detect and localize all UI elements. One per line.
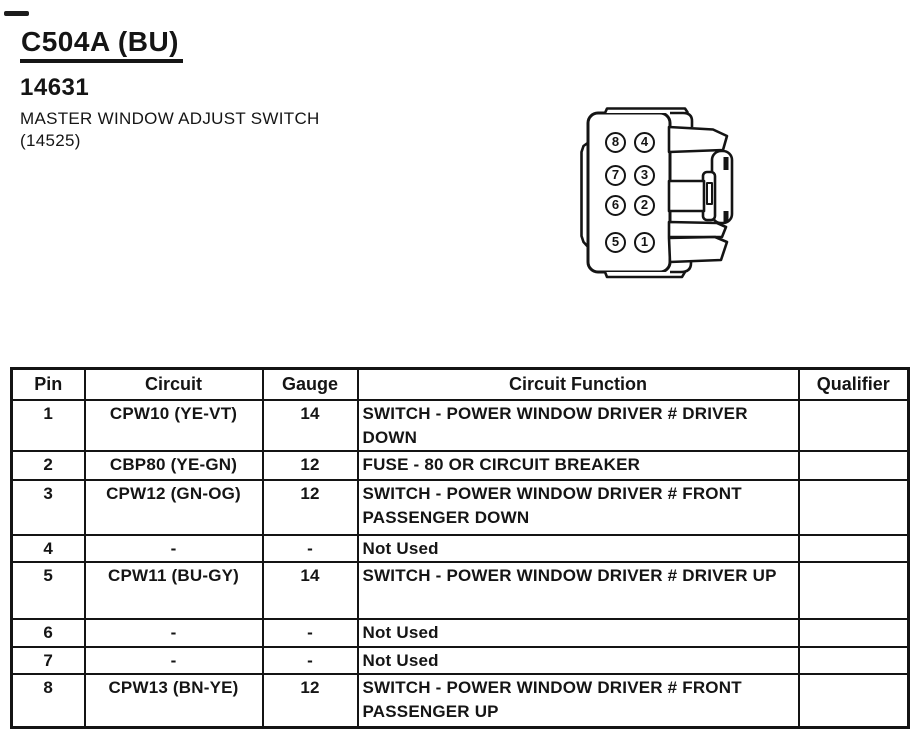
- cell-circuit: CPW12 (GN-OG): [83, 479, 264, 537]
- cell-qualifier: [797, 672, 910, 729]
- column-header-qualifier: Qualifier: [797, 367, 910, 401]
- cell-function: FUSE - 80 OR CIRCUIT BREAKER: [356, 450, 800, 482]
- connector-bottom-lip: [603, 271, 687, 279]
- cell-circuit: CPW11 (BU-GY): [83, 561, 264, 621]
- scan-artifact-mark: [4, 11, 29, 16]
- connector-id-title: C504A (BU): [20, 26, 183, 63]
- cell-circuit: -: [83, 645, 264, 675]
- cell-pin: 8: [10, 672, 86, 729]
- pin-4-marker: 4: [634, 132, 655, 154]
- cell-gauge: 12: [261, 479, 359, 537]
- cell-qualifier: [797, 479, 910, 537]
- cell-qualifier: [797, 534, 910, 564]
- connector-middle-protrusion: [667, 179, 706, 213]
- cell-function: SWITCH - POWER WINDOW DRIVER # DRIVER DO…: [356, 398, 800, 453]
- cell-pin: 1: [10, 398, 86, 453]
- pin-7-marker: 7: [605, 165, 626, 187]
- cell-pin: 3: [10, 479, 86, 537]
- cell-qualifier: [797, 450, 910, 482]
- pin-3-marker: 3: [634, 165, 655, 187]
- cell-pin: 7: [10, 645, 86, 675]
- column-header-circuit: Circuit: [83, 367, 264, 401]
- cell-circuit: -: [83, 534, 264, 564]
- cell-function: Not Used: [356, 645, 800, 675]
- cell-pin: 6: [10, 618, 86, 648]
- cell-gauge: -: [261, 645, 359, 675]
- cell-function: SWITCH - POWER WINDOW DRIVER # FRONT PAS…: [356, 479, 800, 537]
- cell-function: Not Used: [356, 534, 800, 564]
- table-row: 7--Not Used: [10, 645, 910, 675]
- table-row: 6--Not Used: [10, 618, 910, 648]
- connector-latch-notch-bottom: [723, 211, 729, 222]
- cell-gauge: -: [261, 534, 359, 564]
- connector-outline-drawing: [580, 107, 734, 279]
- connector-top-tab: [667, 125, 729, 154]
- connector-top-right-corner: [670, 111, 694, 127]
- cell-pin: 4: [10, 534, 86, 564]
- column-header-pin: Pin: [10, 367, 86, 401]
- connector-lower-wedge: [667, 220, 728, 239]
- connector-body: [586, 111, 672, 274]
- cell-function: Not Used: [356, 618, 800, 648]
- pin-2-marker: 2: [634, 195, 655, 216]
- connector-latch-slot: [706, 182, 713, 205]
- pin-5-marker: 5: [605, 232, 626, 253]
- cell-qualifier: [797, 645, 910, 675]
- cell-function: SWITCH - POWER WINDOW DRIVER # FRONT PAS…: [356, 672, 800, 729]
- connector-bottom-right-corner: [670, 258, 693, 274]
- connector-bottom-tab: [667, 235, 729, 264]
- component-reference: (14525): [20, 131, 81, 150]
- cell-gauge: 12: [261, 672, 359, 729]
- pin-8-marker: 8: [605, 132, 626, 154]
- cell-pin: 2: [10, 450, 86, 482]
- cell-qualifier: [797, 618, 910, 648]
- cell-circuit: CPW10 (YE-VT): [83, 398, 264, 453]
- cell-pin: 5: [10, 561, 86, 621]
- cell-circuit: -: [83, 618, 264, 648]
- column-header-gauge: Gauge: [261, 367, 359, 401]
- cell-gauge: 14: [261, 398, 359, 453]
- cell-function: SWITCH - POWER WINDOW DRIVER # DRIVER UP: [356, 561, 800, 621]
- connector-diagram: 8 7 6 5 4 3 2 1: [555, 90, 795, 300]
- cell-circuit: CPW13 (BN-YE): [83, 672, 264, 729]
- cell-qualifier: [797, 561, 910, 621]
- connector-latch-notch-top: [723, 157, 729, 170]
- connector-top-lip: [603, 107, 690, 114]
- pin-6-marker: 6: [605, 195, 626, 216]
- component-name: MASTER WINDOW ADJUST SWITCH: [20, 109, 320, 128]
- column-header-circuit-function: Circuit Function: [356, 367, 800, 401]
- cell-qualifier: [797, 398, 910, 453]
- cell-gauge: 12: [261, 450, 359, 482]
- cell-gauge: -: [261, 618, 359, 648]
- cell-gauge: 14: [261, 561, 359, 621]
- table-row: 4--Not Used: [10, 534, 910, 564]
- cell-circuit: CBP80 (YE-GN): [83, 450, 264, 482]
- pin-1-marker: 1: [634, 232, 655, 253]
- part-number: 14631: [20, 74, 90, 101]
